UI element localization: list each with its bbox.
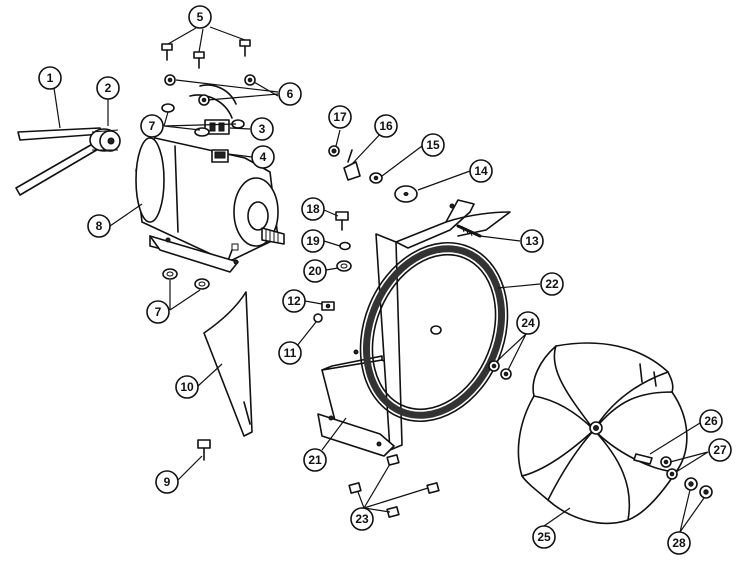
callout-9: 9 [155, 470, 179, 494]
callout-10: 10 [175, 375, 199, 399]
svg-text:3: 3 [259, 122, 266, 136]
drive-belt [15, 127, 103, 196]
fan-blade [517, 342, 688, 525]
callout-7-bottom: 7 [146, 300, 170, 324]
washer-set-7-bottom [162, 268, 210, 290]
callout-22: 22 [540, 272, 564, 296]
set-screw-26 [633, 453, 653, 465]
screw-set-5 [161, 39, 251, 69]
nut-set-28 [684, 477, 713, 499]
svg-text:15: 15 [426, 138, 440, 152]
svg-text:18: 18 [306, 202, 320, 216]
screw-12 [321, 301, 335, 311]
nut-set-23 [348, 454, 440, 518]
svg-text:28: 28 [672, 536, 686, 550]
callout-6: 6 [278, 82, 302, 106]
svg-text:26: 26 [704, 414, 718, 428]
washer-set-7-top [161, 103, 245, 137]
callout-11: 11 [278, 341, 302, 365]
callout-18: 18 [301, 197, 325, 221]
motor-switch [204, 119, 230, 135]
svg-text:12: 12 [287, 294, 301, 308]
svg-text:11: 11 [284, 346, 297, 360]
svg-text:17: 17 [333, 110, 347, 124]
switch-bracket [189, 84, 237, 119]
washer-15 [369, 172, 383, 184]
callout-13: 13 [520, 229, 544, 253]
callout-20: 20 [303, 259, 327, 283]
svg-text:21: 21 [308, 453, 322, 467]
callout-14: 14 [469, 159, 493, 183]
svg-text:16: 16 [379, 119, 393, 133]
svg-text:7: 7 [155, 305, 162, 319]
callout-5: 5 [188, 5, 212, 29]
svg-text:5: 5 [197, 10, 204, 24]
svg-text:25: 25 [537, 530, 551, 544]
svg-text:23: 23 [355, 512, 369, 526]
svg-text:27: 27 [713, 443, 727, 457]
blower-motor [135, 137, 285, 273]
svg-text:22: 22 [545, 277, 559, 291]
svg-text:10: 10 [180, 380, 194, 394]
washer-20 [336, 260, 352, 272]
callout-17: 17 [328, 105, 352, 129]
motor-pulley [89, 128, 121, 152]
svg-text:1: 1 [47, 71, 54, 85]
svg-text:19: 19 [306, 234, 320, 248]
nut-11 [313, 313, 323, 323]
svg-text:9: 9 [164, 475, 171, 489]
screw-9 [197, 439, 211, 461]
washer-19 [339, 241, 351, 251]
clip-16 [343, 149, 361, 181]
callout-23: 23 [350, 507, 374, 531]
washer-set-27 [660, 456, 678, 480]
svg-text:7: 7 [149, 119, 156, 133]
nut-set-6 [164, 74, 256, 106]
svg-text:8: 8 [96, 219, 103, 233]
cover-panel [203, 291, 253, 437]
callout-1: 1 [38, 66, 62, 90]
callout-19: 19 [301, 229, 325, 253]
callout-15: 15 [421, 133, 445, 157]
nut-17 [328, 145, 340, 157]
callout-24: 24 [516, 311, 540, 335]
callouts: 1 2 3 4 5 6 7 7 8 9 10 11 12 13 14 15 16… [38, 5, 732, 555]
callout-16: 16 [374, 114, 398, 138]
callout-25: 25 [532, 525, 556, 549]
svg-text:6: 6 [287, 87, 294, 101]
washer-14 [394, 185, 418, 203]
svg-text:24: 24 [521, 316, 535, 330]
callout-3: 3 [250, 117, 274, 141]
svg-text:20: 20 [308, 264, 322, 278]
fan-gasket [359, 241, 509, 423]
callout-28: 28 [667, 531, 691, 555]
callout-12: 12 [282, 289, 306, 313]
callout-2: 2 [96, 76, 120, 100]
callout-26: 26 [699, 409, 723, 433]
svg-text:4: 4 [260, 150, 267, 164]
bolt-13 [456, 224, 482, 238]
svg-text:14: 14 [474, 164, 488, 178]
screw-18 [335, 211, 349, 231]
svg-text:13: 13 [525, 234, 539, 248]
leader-lines [53, 26, 709, 533]
callout-4: 4 [251, 145, 275, 169]
callout-8: 8 [87, 214, 111, 238]
callout-27: 27 [708, 438, 732, 462]
callout-7-top: 7 [140, 114, 164, 138]
callout-21: 21 [303, 448, 327, 472]
svg-text:2: 2 [105, 81, 112, 95]
nut-set-24 [488, 360, 512, 380]
